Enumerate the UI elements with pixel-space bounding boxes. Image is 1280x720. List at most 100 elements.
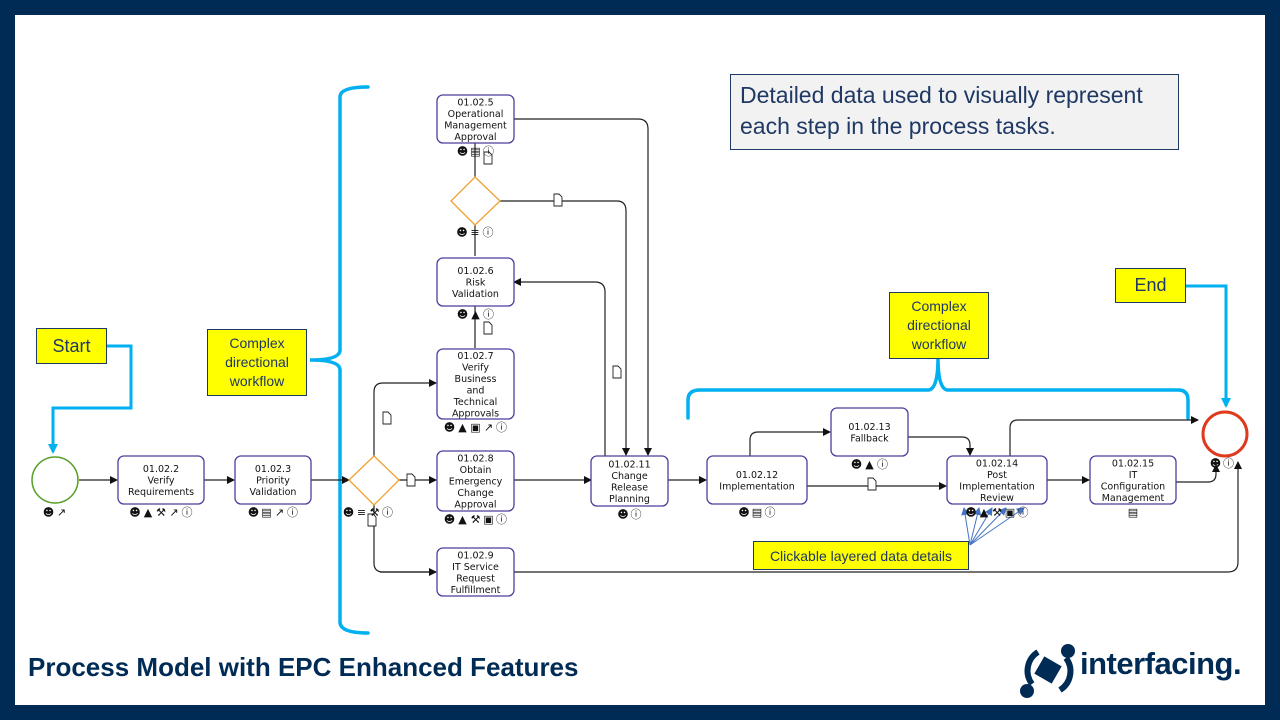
info-icon[interactable]: ⓘ [877,458,888,471]
task-box[interactable] [1089,455,1177,505]
info-icon[interactable]: ⓘ [287,506,298,519]
user-icon[interactable]: ☻ [738,506,749,519]
lock-icon[interactable]: ▣ [1005,506,1015,519]
user-icon[interactable]: ☻ [343,506,354,519]
task-label: Validation [452,289,499,300]
database-icon[interactable]: ≡ [470,226,479,239]
task-id: 01.02.7 [457,351,493,362]
lock-icon[interactable]: ▣ [483,513,493,526]
task-box[interactable] [590,455,669,507]
user-icon[interactable]: ☻ [617,508,628,521]
gavel-icon[interactable]: ⚒ [471,513,481,526]
warning-icon[interactable]: ▲ [865,458,874,471]
document-icon[interactable]: ▤ [752,506,762,519]
chart-icon[interactable]: ↗ [169,506,178,519]
user-icon[interactable]: ☻ [43,506,54,519]
task-box[interactable] [234,455,312,505]
file-icon[interactable] [867,477,877,491]
start-event[interactable] [31,456,79,504]
file-icon[interactable] [367,513,377,527]
user-icon[interactable]: ☻ [129,506,140,519]
chart-icon[interactable]: ↗ [484,421,493,434]
user-icon[interactable]: ☻ [851,458,862,471]
document-icon[interactable]: ▤ [470,145,480,158]
warning-icon[interactable]: ▲ [471,308,480,321]
task-label: Fallback [850,433,889,444]
task-label: Business [455,374,497,385]
warning-icon[interactable]: ▲ [144,506,153,519]
file-icon[interactable] [406,473,416,487]
warning-icon[interactable]: ▲ [458,513,467,526]
file-icon[interactable] [382,411,392,425]
task-box[interactable] [436,257,515,307]
user-icon[interactable]: ☻ [457,145,468,158]
task-box[interactable] [436,94,515,144]
task-box[interactable] [436,450,515,512]
end-callout: End [1115,268,1186,303]
info-icon[interactable]: ⓘ [765,506,776,519]
file-icon[interactable] [553,193,563,207]
left-brace [309,85,370,635]
task-box[interactable] [706,455,808,505]
main-gateway[interactable] [348,455,400,506]
task-box[interactable] [946,455,1048,505]
user-icon[interactable]: ☻ [444,421,455,434]
info-icon[interactable]: ⓘ [496,421,507,434]
gavel-icon[interactable]: ⚒ [370,506,380,519]
task-01-02-7[interactable]: 01.02.7VerifyBusinessandTechnicalApprova… [436,348,515,420]
document-icon[interactable]: ▤ [261,506,271,519]
task-box[interactable] [117,455,205,505]
task-box[interactable] [436,547,515,597]
gavel-icon[interactable]: ⚒ [156,506,166,519]
warning-icon[interactable]: ▲ [980,506,989,519]
warning-icon[interactable]: ▲ [458,421,467,434]
lock-icon[interactable]: ▣ [470,421,480,434]
user-icon[interactable]: ☻ [457,308,468,321]
document-icon[interactable]: ▤ [1128,506,1138,519]
file-icon[interactable] [483,151,493,165]
chart-icon[interactable]: ↗ [57,506,66,519]
start-callout: Start [36,328,107,364]
task-label: Planning [609,494,650,505]
end-event[interactable] [1201,410,1249,458]
task-box[interactable] [436,348,515,420]
user-icon[interactable]: ☻ [1210,457,1221,470]
task-id: 01.02.13 [848,422,890,433]
user-icon[interactable]: ☻ [444,513,455,526]
info-icon[interactable]: ⓘ [1223,457,1234,470]
file-icon[interactable] [612,365,622,379]
file-icon[interactable] [483,321,493,335]
info-icon[interactable]: ⓘ [182,506,193,519]
info-icon[interactable]: ⓘ [382,506,393,519]
task-id: 01.02.11 [608,459,650,470]
clickable-details-callout: Clickable layered data details [753,541,969,570]
info-icon[interactable]: ⓘ [496,513,507,526]
user-icon[interactable]: ☻ [965,506,976,519]
chart-icon[interactable]: ↗ [275,506,284,519]
info-icon[interactable]: ⓘ [483,308,494,321]
task-label: Request [456,573,495,584]
info-icon[interactable]: ⓘ [631,508,642,521]
task-box[interactable] [830,407,909,457]
info-icon[interactable]: ⓘ [1018,506,1029,519]
data-object-markers [367,151,877,527]
database-icon[interactable]: ≡ [357,506,366,519]
user-icon[interactable]: ☻ [456,226,467,239]
upper-gateway[interactable] [450,176,501,226]
gavel-icon[interactable]: ⚒ [992,506,1002,519]
info-icon[interactable]: ⓘ [483,145,494,158]
start-pointer [48,344,133,454]
info-icon[interactable]: ⓘ [483,226,494,239]
user-icon[interactable]: ☻ [248,506,259,519]
